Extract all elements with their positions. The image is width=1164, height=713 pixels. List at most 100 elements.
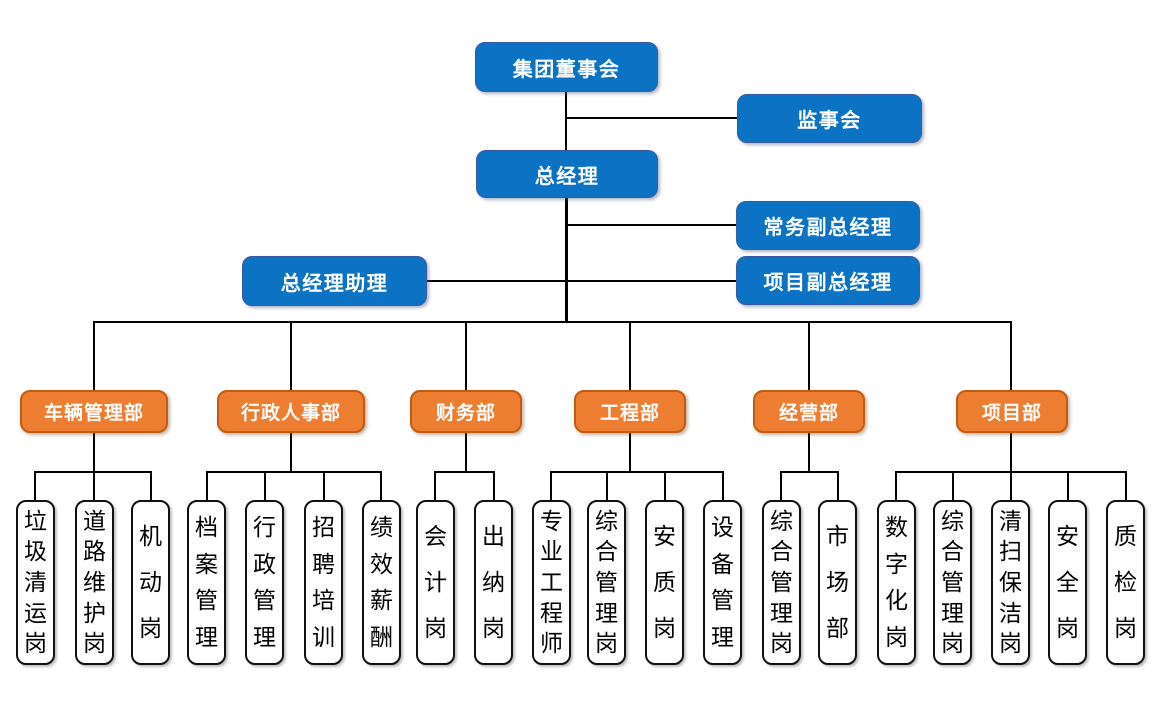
post-cleaning: 清扫保洁岗	[991, 500, 1030, 665]
post-label: 专业工程师	[540, 507, 563, 657]
post-safety: 安全岗	[1048, 500, 1087, 665]
post-administrative-management: 行政管理	[245, 500, 284, 665]
connector-post-drop	[722, 472, 724, 500]
node-label: 工程部	[599, 403, 660, 424]
connector-trunk-gm-bus	[564, 198, 568, 323]
connector-post-drop	[837, 472, 839, 500]
node-label: 项目部	[981, 403, 1042, 424]
post-digitalization: 数字化岗	[877, 500, 916, 665]
post-label: 综合管理岗	[595, 507, 618, 657]
post-quality-inspection: 质检岗	[1106, 500, 1145, 665]
connector-post-drop	[493, 472, 495, 500]
connector-dept-drop	[808, 322, 810, 390]
connector-post-drop	[93, 472, 95, 500]
post-general-management-project: 综合管理岗	[933, 500, 972, 665]
post-label: 安全岗	[1056, 523, 1079, 641]
connector-group-bus	[206, 471, 382, 473]
connector-post-drop	[550, 472, 552, 500]
connector-dept-stub	[629, 433, 631, 472]
post-label: 清扫保洁岗	[999, 507, 1022, 657]
connector-post-drop	[380, 472, 382, 500]
node-engineering-dept: 工程部	[574, 390, 686, 433]
node-admin-hr-dept: 行政人事部	[217, 390, 365, 433]
connector-post-drop	[150, 472, 152, 500]
node-finance-dept: 财务部	[410, 390, 522, 433]
post-garbage-removal: 垃圾清运岗	[16, 500, 55, 665]
post-label: 市场部	[826, 523, 849, 641]
post-general-management-engineering: 综合管理岗	[587, 500, 626, 665]
connector-post-drop	[780, 472, 782, 500]
post-label: 数字化岗	[885, 513, 908, 651]
post-label: 出纳岗	[482, 523, 505, 641]
connector-post-drop	[606, 472, 608, 500]
node-project-deputy-gm: 项目副总经理	[736, 256, 920, 305]
post-professional-engineer: 专业工程师	[532, 500, 571, 665]
connector-post-drop	[1010, 472, 1012, 500]
connector-dept-stub	[465, 433, 467, 472]
connector-group-bus	[550, 471, 724, 473]
node-label: 经营部	[778, 403, 839, 424]
node-label: 集团董事会	[512, 58, 621, 81]
connector-group-bus	[780, 471, 839, 473]
node-executive-deputy-gm: 常务副总经理	[736, 201, 920, 250]
connector-post-drop	[1067, 472, 1069, 500]
post-label: 道路维护岗	[83, 507, 106, 657]
connector-post-drop	[264, 472, 266, 500]
connector-trunk-board-gm	[565, 92, 567, 150]
post-general-management-business: 综合管理岗	[762, 500, 801, 665]
node-vehicle-management-dept: 车辆管理部	[20, 390, 168, 433]
connector-post-drop	[206, 472, 208, 500]
connector-dept-stub	[93, 433, 95, 472]
node-label: 总经理	[534, 165, 600, 188]
node-label: 车辆管理部	[43, 403, 144, 424]
node-label: 项目副总经理	[763, 272, 893, 294]
node-label: 财务部	[435, 403, 496, 424]
post-mobile: 机动岗	[131, 500, 170, 665]
connector-dept-drop	[629, 322, 631, 390]
post-performance-compensation: 绩效薪酬	[362, 500, 401, 665]
connector-dept-stub	[808, 433, 810, 472]
post-cashier: 出纳岗	[474, 500, 513, 665]
post-label: 综合管理岗	[770, 507, 793, 657]
node-business-dept: 经营部	[753, 390, 865, 433]
node-supervisory-board: 监事会	[737, 94, 922, 143]
connector-group-bus	[895, 471, 1127, 473]
post-accounting: 会计岗	[416, 500, 455, 665]
node-gm-assistant: 总经理助理	[242, 256, 427, 306]
post-safety-quality: 安质岗	[645, 500, 684, 665]
node-label: 监事会	[797, 110, 862, 132]
post-label: 安质岗	[653, 523, 676, 641]
post-equipment-management: 设备管理	[703, 500, 742, 665]
post-label: 行政管理	[253, 513, 276, 651]
post-road-maintenance: 道路维护岗	[75, 500, 114, 665]
connector-assistant-project-deputy-branch	[427, 280, 736, 282]
connector-dept-drop	[465, 322, 467, 390]
connector-group-bus	[434, 471, 495, 473]
connector-post-drop	[895, 472, 897, 500]
post-label: 招聘培训	[312, 513, 335, 651]
connector-dept-stub	[290, 433, 292, 472]
post-label: 机动岗	[139, 523, 162, 641]
connector-post-drop	[952, 472, 954, 500]
post-label: 质检岗	[1114, 523, 1137, 641]
post-recruitment-training: 招聘培训	[304, 500, 343, 665]
post-label: 综合管理岗	[941, 507, 964, 657]
connector-dept-drop	[290, 322, 292, 390]
connector-dept-drop	[93, 322, 95, 390]
node-general-manager: 总经理	[476, 150, 658, 198]
connector-post-drop	[434, 472, 436, 500]
connector-post-drop	[34, 472, 36, 500]
connector-post-drop	[323, 472, 325, 500]
node-label: 总经理助理	[280, 272, 389, 295]
post-label: 垃圾清运岗	[24, 507, 47, 657]
post-label: 会计岗	[424, 523, 447, 641]
connector-dept-drop	[1010, 322, 1012, 390]
connector-post-drop	[1125, 472, 1127, 500]
connector-main-bus	[93, 321, 1012, 323]
connector-dept-stub	[1010, 433, 1012, 472]
connector-post-drop	[664, 472, 666, 500]
post-label: 档案管理	[195, 513, 218, 651]
connector-group-bus	[34, 471, 152, 473]
post-archives-management: 档案管理	[187, 500, 226, 665]
